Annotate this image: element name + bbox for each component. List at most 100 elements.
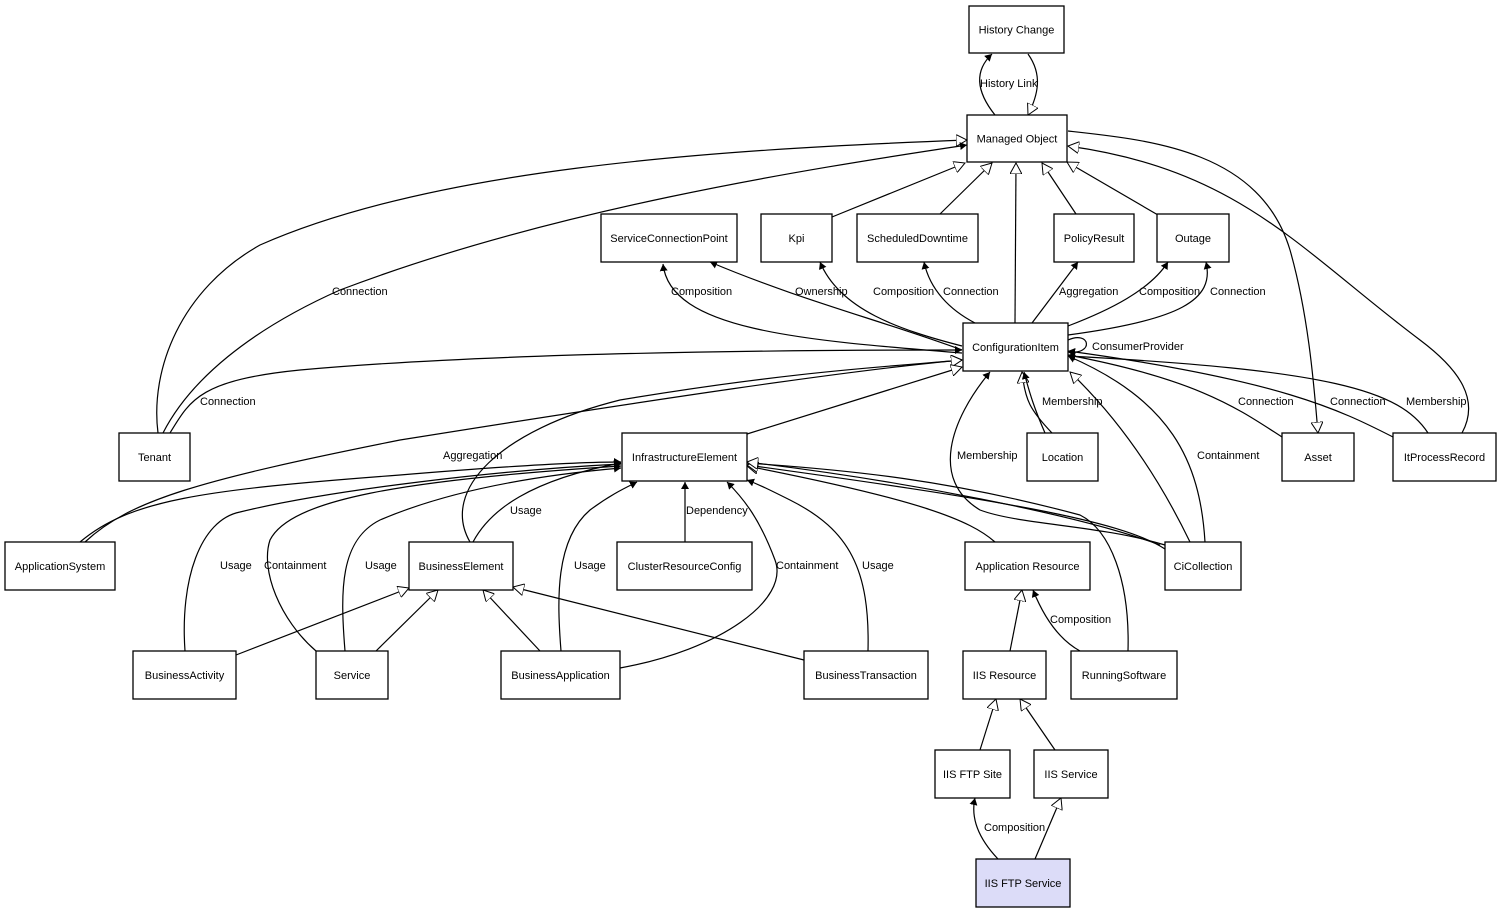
node-label: BusinessTransaction	[815, 670, 917, 682]
node-box[interactable]	[962, 650, 1047, 700]
node-label: Kpi	[789, 233, 805, 245]
association-edge-running_software-to-application_resource	[1031, 589, 1081, 652]
node-box[interactable]	[118, 432, 191, 482]
inheritance-edge-iis_resource-to-application_resource	[1009, 590, 1022, 652]
inheritance-edge-business_application-to-business_element	[483, 590, 541, 652]
edges-layer	[79, 53, 1470, 860]
node-box[interactable]	[616, 541, 753, 591]
node-it-process-record[interactable]: ItProcessRecord	[1392, 432, 1497, 482]
node-iis-service[interactable]: IIS Service	[1033, 749, 1109, 799]
node-box[interactable]	[1281, 432, 1355, 482]
node-box[interactable]	[500, 650, 621, 700]
association-edge-it_process_record-to-configuration_item	[1067, 347, 1394, 438]
node-business-application[interactable]: BusinessApplication	[500, 650, 621, 700]
node-history-change[interactable]: History Change	[968, 5, 1065, 54]
node-box[interactable]	[1026, 432, 1099, 482]
node-business-activity[interactable]: BusinessActivity	[132, 650, 237, 700]
edge-label: Connection	[332, 286, 388, 298]
node-box[interactable]	[760, 213, 833, 263]
inheritance-edge-policy_result-to-managed_object	[1042, 163, 1077, 215]
edge-label: Connection	[1238, 396, 1294, 408]
edge-label: Connection	[1210, 286, 1266, 298]
edge-label: Connection	[200, 396, 256, 408]
node-location[interactable]: Location	[1026, 432, 1099, 482]
node-policy-result[interactable]: PolicyResult	[1053, 213, 1135, 263]
node-label: InfrastructureElement	[632, 452, 737, 464]
node-box[interactable]	[803, 650, 929, 700]
node-managed-object[interactable]: Managed Object	[966, 114, 1068, 163]
node-label: IIS Service	[1044, 769, 1097, 781]
edge-label: Aggregation	[1059, 286, 1118, 298]
edge-label: Aggregation	[443, 450, 502, 462]
node-scheduled-downtime[interactable]: ScheduledDowntime	[856, 213, 979, 263]
node-label: ScheduledDowntime	[867, 233, 968, 245]
node-label: Application Resource	[976, 561, 1080, 573]
node-label: BusinessActivity	[145, 670, 225, 682]
edge-label: Containment	[1197, 450, 1259, 462]
node-application-system[interactable]: ApplicationSystem	[4, 541, 116, 591]
node-service-connection-point[interactable]: ServiceConnectionPoint	[600, 213, 738, 263]
node-box[interactable]	[856, 213, 979, 263]
node-label: Service	[334, 670, 371, 682]
node-box[interactable]	[1164, 541, 1242, 591]
inheritance-edge-it_process_record-to-managed_object	[1068, 146, 1470, 434]
association-edge-configuration_item-to-policy_result	[1031, 261, 1079, 324]
node-box[interactable]	[934, 749, 1011, 799]
node-label: Managed Object	[977, 134, 1058, 146]
association-edge-business_transaction-to-infrastructure_element	[746, 478, 869, 652]
node-box[interactable]	[132, 650, 237, 700]
node-box[interactable]	[966, 114, 1068, 163]
node-box[interactable]	[1156, 213, 1230, 263]
node-box[interactable]	[621, 432, 748, 482]
node-cluster-resource-config[interactable]: ClusterResourceConfig	[616, 541, 753, 591]
node-outage[interactable]: Outage	[1156, 213, 1230, 263]
node-ci-collection[interactable]: CiCollection	[1164, 541, 1242, 591]
edge-label: Usage	[365, 560, 397, 572]
association-edge-service-to-infrastructure_element	[342, 464, 622, 652]
association-edge-configuration_item-to-outage	[1067, 261, 1212, 336]
association-edge-ci_collection-to-configuration_item	[949, 371, 1166, 546]
node-box[interactable]	[408, 541, 514, 591]
edge-label: Membership	[957, 450, 1018, 462]
node-box[interactable]	[315, 650, 389, 700]
node-box[interactable]	[4, 541, 116, 591]
node-box[interactable]	[975, 858, 1071, 908]
node-infrastructure-element[interactable]: InfrastructureElement	[621, 432, 748, 482]
edge-label: Usage	[574, 560, 606, 572]
node-application-resource[interactable]: Application Resource	[964, 541, 1091, 591]
inheritance-edge-asset-to-managed_object	[1067, 130, 1318, 433]
node-iis-ftp-service[interactable]: IIS FTP Service	[975, 858, 1071, 908]
node-box[interactable]	[962, 322, 1069, 372]
node-configuration-item[interactable]: ConfigurationItem	[962, 322, 1069, 372]
node-iis-ftp-site[interactable]: IIS FTP Site	[934, 749, 1011, 799]
node-box[interactable]	[1053, 213, 1135, 263]
node-kpi[interactable]: Kpi	[760, 213, 833, 263]
node-box[interactable]	[964, 541, 1091, 591]
node-business-element[interactable]: BusinessElement	[408, 541, 514, 591]
edge-label: Usage	[220, 560, 252, 572]
node-service[interactable]: Service	[315, 650, 389, 700]
association-edge-configuration_item-to-service_connection_point	[709, 261, 963, 351]
node-box[interactable]	[600, 213, 738, 263]
association-edge-location-to-configuration_item	[1021, 371, 1046, 434]
node-box[interactable]	[1033, 749, 1109, 799]
edge-label: Membership	[1406, 396, 1467, 408]
association-edge-tenant-to-configuration_item	[169, 346, 963, 434]
node-box[interactable]	[1070, 650, 1178, 700]
node-iis-resource[interactable]: IIS Resource	[962, 650, 1047, 700]
association-edge-configuration_item-to-service_connection_point	[659, 263, 963, 354]
inheritance-edge-business_transaction-to-business_element	[513, 587, 805, 661]
node-label: Tenant	[138, 452, 171, 464]
node-box[interactable]	[968, 5, 1065, 54]
node-asset[interactable]: Asset	[1281, 432, 1355, 482]
node-business-transaction[interactable]: BusinessTransaction	[803, 650, 929, 700]
association-edge-iis_ftp_service-to-iis_ftp_site	[969, 797, 999, 860]
edge-label: Composition	[671, 286, 732, 298]
node-tenant[interactable]: Tenant	[118, 432, 191, 482]
node-label: ItProcessRecord	[1404, 452, 1485, 464]
edge-label: ConsumerProvider	[1092, 341, 1184, 353]
node-box[interactable]	[1392, 432, 1497, 482]
node-running-software[interactable]: RunningSoftware	[1070, 650, 1178, 700]
